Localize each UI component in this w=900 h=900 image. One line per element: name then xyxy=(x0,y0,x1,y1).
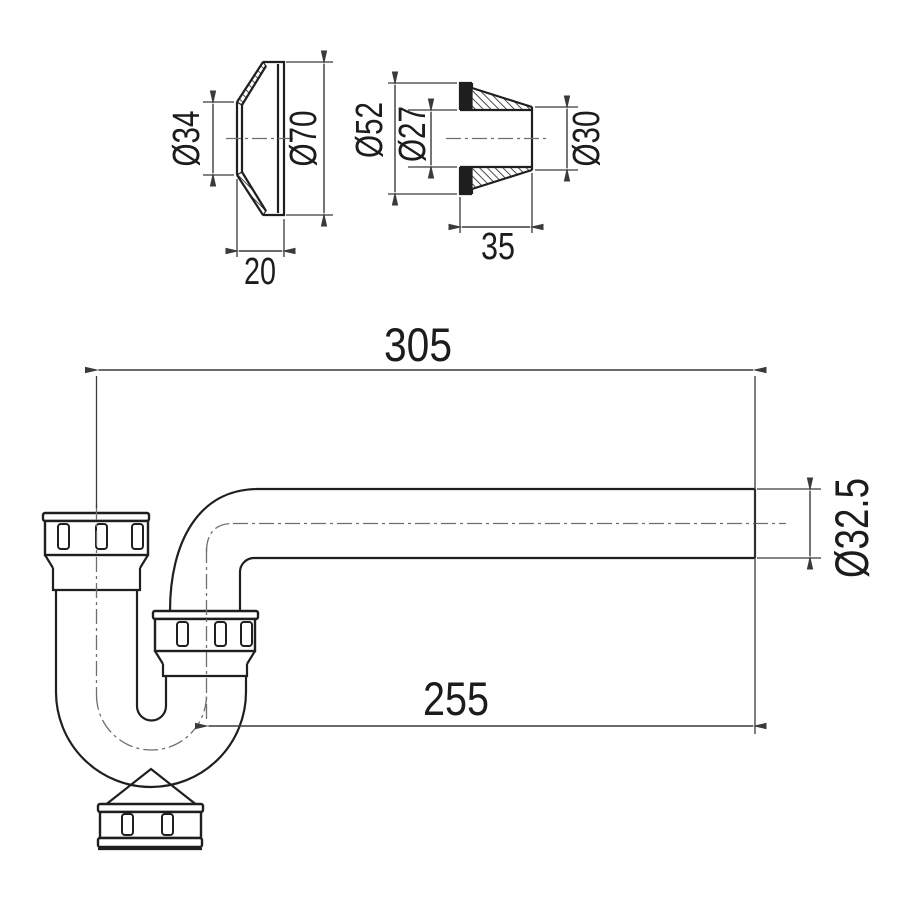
union-nut-slot xyxy=(240,621,253,647)
dim-label-flange-inner: Ø34 xyxy=(166,111,208,167)
dimension-flange-outer-diameter: Ø70 xyxy=(283,50,333,227)
cleanout-nut-flange xyxy=(96,802,205,814)
union-nut-slot xyxy=(214,621,227,647)
cleanout-nut-slot xyxy=(121,813,134,836)
cleanout-nut-knurl xyxy=(98,810,203,840)
dim-label-cone-tip: Ø30 xyxy=(566,111,608,167)
dimension-cone-bore-diameter: Ø27 xyxy=(392,98,457,179)
dim-label-flange-outer: Ø70 xyxy=(283,111,325,167)
u-bend-centerline xyxy=(95,694,208,751)
dimension-cone-length: 35 xyxy=(448,173,544,268)
p-trap-view: 305 255 Ø32.5 xyxy=(41,318,878,851)
dimension-cone-tip-diameter: Ø30 xyxy=(535,95,608,182)
union-nut xyxy=(151,609,260,678)
dimension-trap-pipe-diameter: Ø32.5 xyxy=(757,477,878,578)
trap-centerlines xyxy=(95,505,786,751)
dimension-flange-depth: 20 xyxy=(225,179,296,293)
cone-outline xyxy=(458,81,534,196)
dim-label-outlet-length: 255 xyxy=(423,672,489,725)
u-bend-outer xyxy=(54,691,248,789)
inlet-nut-slot xyxy=(131,523,144,550)
dimension-flange-inner-diameter: Ø34 xyxy=(166,90,234,187)
dim-label-cone-bore: Ø27 xyxy=(392,106,434,162)
elbow-centerline xyxy=(205,522,234,553)
inlet-nut-slot xyxy=(57,523,70,550)
dim-label-cone-flange: Ø52 xyxy=(349,102,391,158)
dim-label-flange-depth: 20 xyxy=(244,251,276,293)
cleanout-nut-rim xyxy=(96,836,204,849)
union-nut-flange xyxy=(151,609,260,621)
dim-label-overall-length: 305 xyxy=(384,318,452,371)
cleanout-cone xyxy=(103,767,199,807)
cone-gasket-view: Ø52 Ø27 Ø30 35 xyxy=(349,71,608,268)
dimension-trap-outlet-length: 255 xyxy=(195,672,767,730)
u-bend-inner xyxy=(135,705,168,722)
escutcheon-flange-view: Ø34 Ø70 20 xyxy=(166,50,333,293)
elbow-outer-curve xyxy=(168,487,259,612)
dimension-cone-flange-diameter: Ø52 xyxy=(349,71,457,206)
trap-body xyxy=(54,487,757,807)
dim-label-cone-length: 35 xyxy=(481,226,515,268)
inlet-nut xyxy=(41,511,151,592)
cleanout-nut-slot xyxy=(161,813,174,836)
dim-label-pipe-diameter: Ø32.5 xyxy=(825,478,878,578)
flange-section-bottom xyxy=(460,167,472,194)
dimension-trap-overall-length: 305 xyxy=(85,318,767,734)
cleanout-nut xyxy=(96,802,205,851)
outlet-pipe-bottom xyxy=(238,556,755,611)
inlet-nut-slot xyxy=(95,523,108,550)
flange-section-top xyxy=(460,83,472,110)
union-nut-slot xyxy=(176,621,189,647)
union-nut-knurl xyxy=(153,617,257,653)
